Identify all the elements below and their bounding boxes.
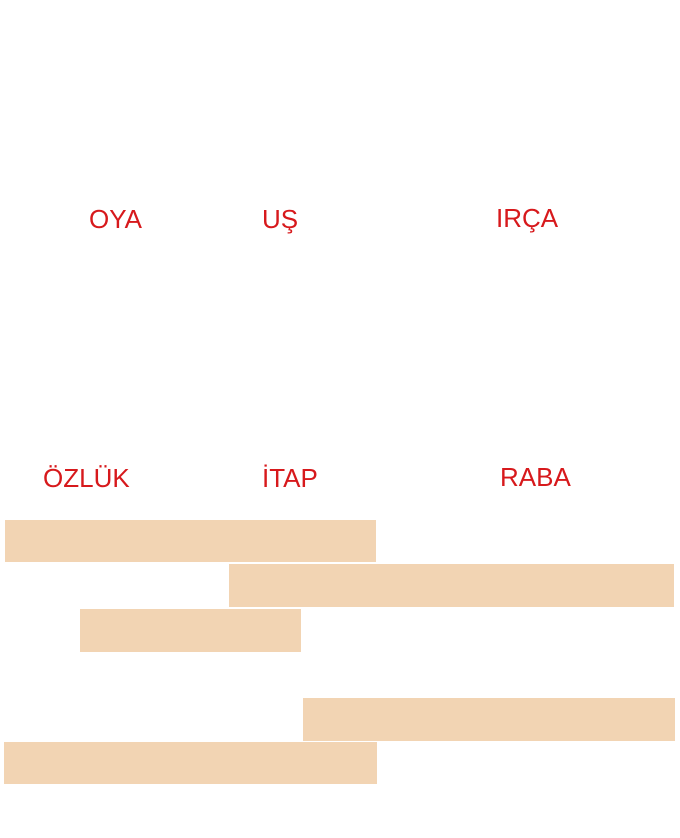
word-target[interactable]: ÖZLÜK xyxy=(43,463,130,493)
letter-tile[interactable] xyxy=(80,609,301,652)
word-target[interactable]: İTAP xyxy=(262,463,318,493)
word-target[interactable]: UŞ xyxy=(262,204,299,234)
letter-tile[interactable] xyxy=(229,564,674,607)
letter-tile[interactable] xyxy=(5,520,376,562)
word-target[interactable]: RABA xyxy=(500,462,571,492)
word-target[interactable]: IRÇA xyxy=(496,203,559,233)
letter-tile[interactable] xyxy=(4,742,377,784)
letter-tile[interactable] xyxy=(303,698,675,741)
word-target[interactable]: OYA xyxy=(89,204,142,234)
